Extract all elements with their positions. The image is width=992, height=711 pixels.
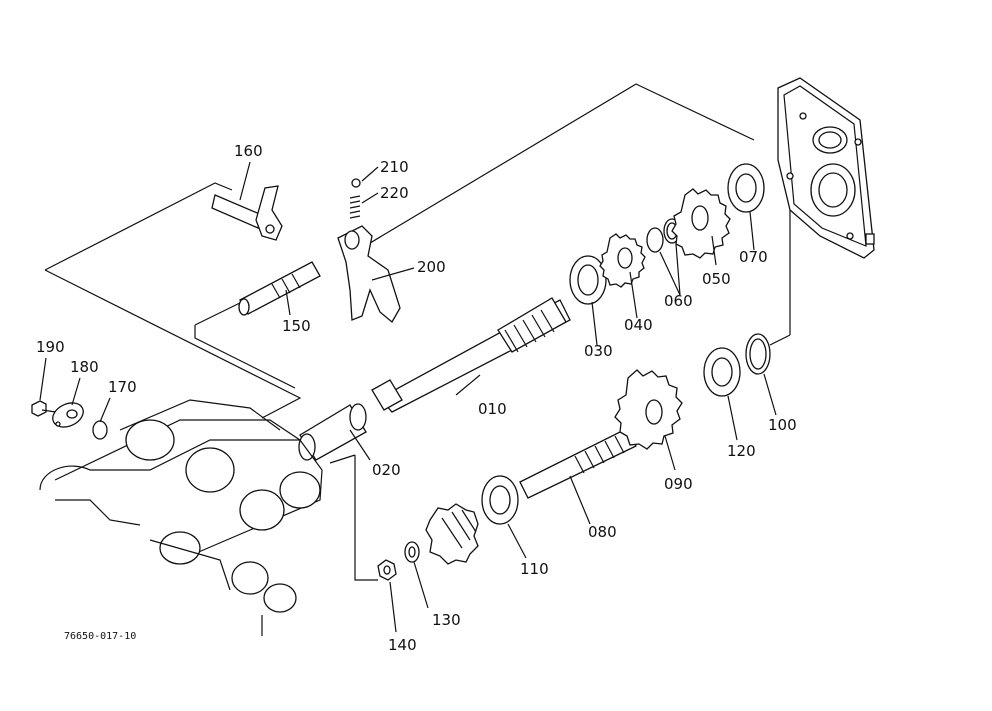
- transmission-housing: [39, 399, 323, 636]
- callout-090: 090: [664, 475, 693, 493]
- shift-fork-assembly: [211, 178, 401, 323]
- seal-group: [31, 400, 108, 440]
- drawing-reference-code: 76650-017-10: [64, 631, 136, 642]
- callout-160: 160: [234, 142, 263, 160]
- callout-120: 120: [727, 442, 756, 460]
- callout-040: 040: [624, 316, 653, 334]
- callout-150: 150: [282, 317, 311, 335]
- callout-190: 190: [36, 338, 65, 356]
- group-outline-lines: [44, 83, 791, 581]
- callout-140: 140: [388, 636, 417, 654]
- callout-020: 020: [372, 461, 401, 479]
- callout-200: 200: [417, 258, 446, 276]
- upper-shaft-assembly: [298, 163, 765, 461]
- callout-070: 070: [739, 248, 768, 266]
- callout-210: 210: [380, 158, 409, 176]
- callout-170: 170: [108, 378, 137, 396]
- callout-130: 130: [432, 611, 461, 629]
- callout-080: 080: [588, 523, 617, 541]
- gear-case-cover: [777, 77, 875, 259]
- callout-100: 100: [768, 416, 797, 434]
- callout-050: 050: [702, 270, 731, 288]
- callout-010: 010: [478, 400, 507, 418]
- lower-shaft-assembly: [377, 333, 771, 581]
- callout-220: 220: [380, 184, 409, 202]
- callout-030: 030: [584, 342, 613, 360]
- callout-labels: 010 020 030 040 050 060 070 080 090 100 …: [36, 142, 797, 654]
- callout-060: 060: [664, 292, 693, 310]
- leader-lines: [39, 161, 777, 633]
- callout-180: 180: [70, 358, 99, 376]
- callout-110: 110: [520, 560, 549, 578]
